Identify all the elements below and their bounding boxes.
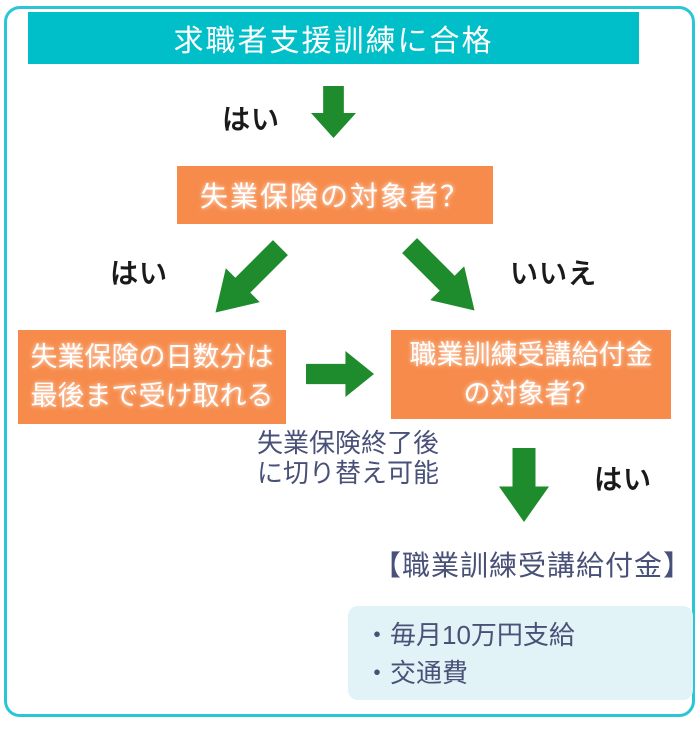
node-receive-insurance-line2: 最後まで受け取れる: [30, 381, 274, 411]
node-receive-insurance: 失業保険の日数分は 最後まで受け取れる: [18, 330, 286, 424]
label-yes-1: はい: [222, 104, 281, 135]
node-benefit-question: 職業訓練受講給付金 の対象者？: [391, 330, 671, 419]
label-no: いいえ: [510, 258, 598, 289]
result-title: 【職業訓練受講給付金】: [372, 550, 692, 581]
benefit-item-monthly: ・毎月10万円支給: [364, 620, 575, 650]
start-banner: 求職者支援訓練に合格: [28, 12, 639, 64]
switch-note: 失業保険終了後 に切り替え可能: [257, 428, 439, 488]
start-banner-label: 求職者支援訓練に合格: [173, 25, 494, 58]
node-unemployment-question: 失業保険の対象者？: [177, 166, 493, 224]
benefit-panel: ・毎月10万円支給 ・交通費: [348, 606, 693, 700]
node-receive-insurance-line1: 失業保険の日数分は: [30, 342, 274, 372]
switch-note-line1: 失業保険終了後: [257, 428, 440, 458]
benefit-item-transport: ・交通費: [364, 658, 469, 688]
node-benefit-question-line1: 職業訓練受講給付金: [409, 339, 653, 370]
flowchart-frame: [4, 6, 695, 717]
label-yes-3: はい: [594, 464, 653, 495]
label-yes-2: はい: [110, 258, 169, 289]
node-benefit-question-line2: の対象者？: [463, 378, 599, 409]
node-unemployment-question-label: 失業保険の対象者？: [199, 181, 470, 212]
switch-note-line2: に切り替え可能: [257, 458, 440, 488]
